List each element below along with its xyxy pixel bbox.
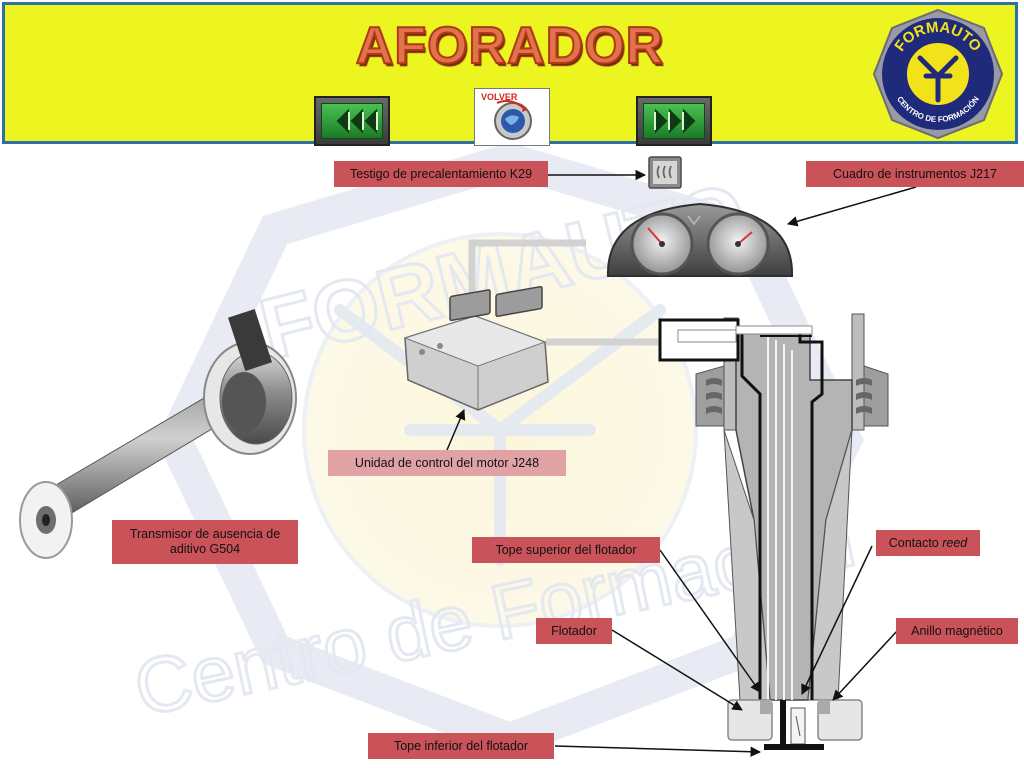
label-j248: Unidad de control del motor J248 [328, 450, 566, 476]
leader-arrows [446, 169, 917, 757]
forward-button[interactable] [636, 96, 712, 146]
engine-control-unit-image [403, 285, 549, 411]
label-anillo: Anillo magnético [896, 618, 1018, 644]
instrument-cluster-image [606, 202, 794, 277]
volver-label: VOLVER [481, 92, 518, 102]
label-flotador: Flotador [536, 618, 612, 644]
formauto-logo: FORMAUTO CENTRO DE FORMACIÓN [872, 8, 1004, 140]
glow-plug-lamp-icon [648, 156, 682, 189]
label-tope-superior: Tope superior del flotador [472, 537, 660, 563]
label-j217: Cuadro de instrumentos J217 [806, 161, 1024, 187]
label-contacto-italic: reed [942, 535, 968, 550]
additive-sensor-image [19, 309, 297, 559]
globe-return-icon [494, 100, 532, 140]
triple-chevron-right-icon [654, 108, 696, 134]
back-button[interactable] [314, 96, 390, 146]
label-k29: Testigo de precalentamiento K29 [334, 161, 548, 187]
label-contacto-reed: Contacto reed [876, 530, 980, 556]
label-tope-inferior: Tope inferior del flotador [368, 733, 554, 759]
volver-button[interactable]: VOLVER [474, 88, 550, 146]
label-contacto-prefix: Contacto [888, 535, 939, 550]
triple-chevron-left-icon [336, 108, 378, 134]
page-title: AFORADOR [355, 16, 665, 76]
sensor-cross-section [658, 313, 889, 750]
label-g504: Transmisor de ausencia de aditivo G504 [112, 520, 298, 564]
